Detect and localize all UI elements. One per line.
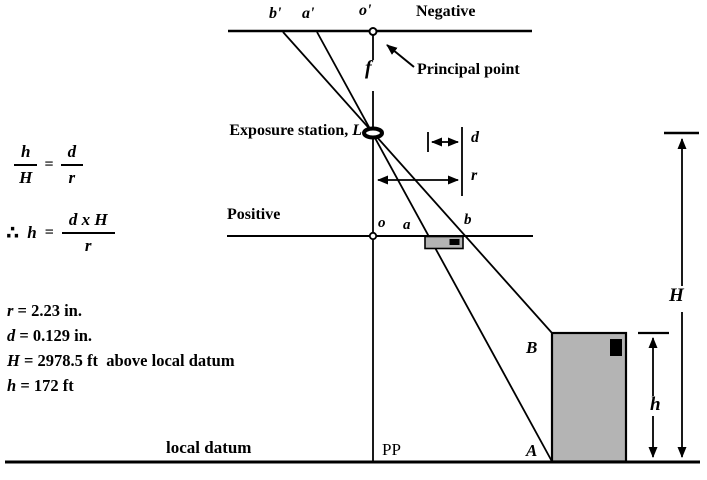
point-label-b-prime: b' <box>269 5 282 22</box>
formula-ratio: h H = d r <box>14 142 84 188</box>
point-label-a-prime: a' <box>302 5 315 22</box>
point-label-a: a <box>403 217 411 233</box>
photo-image-window <box>449 239 460 245</box>
local-datum-label: local datum <box>166 438 252 457</box>
given-value-d: d = 0.129 in. <box>7 326 235 351</box>
point-label-B: B <box>526 338 538 357</box>
given-var: r <box>7 301 14 320</box>
fraction-numerator: d x H <box>61 210 115 234</box>
fraction-d-over-r: d r <box>60 142 84 188</box>
fraction-denominator: H <box>19 168 33 187</box>
given-rest: = 172 ft <box>16 376 74 395</box>
fraction-h-over-H: h H <box>14 142 38 188</box>
given-value-h: h = 172 ft <box>7 376 235 401</box>
given-rest: = 2978.5 ft above local datum <box>19 351 235 370</box>
given-rest: = 2.23 in. <box>13 301 82 320</box>
lens-symbol <box>362 126 384 140</box>
point-label-o-prime: o' <box>359 2 372 19</box>
formula-solution: ∴ h = d x H r <box>6 210 115 256</box>
fraction-dH-over-r: d x H r <box>61 210 115 256</box>
given-value-H: H = 2978.5 ft above local datum <box>7 351 235 376</box>
given-var: h <box>7 376 17 395</box>
exposure-station-var: L <box>348 122 362 139</box>
negative-plane-label: Negative <box>416 3 476 20</box>
equals-sign: = <box>44 224 54 241</box>
fraction-numerator: d <box>60 142 84 166</box>
h-dim-label: h <box>650 394 661 415</box>
principal-point-marker <box>368 27 378 36</box>
fraction-denominator: r <box>68 168 76 187</box>
therefore-symbol: ∴ <box>6 222 20 244</box>
ray-b-prime-to-B <box>282 31 553 334</box>
fraction-denominator: r <box>84 236 92 255</box>
point-label-A: A <box>526 441 538 460</box>
formula-lhs: h <box>27 223 37 242</box>
given-values-block: r = 2.23 in. d = 0.129 in. H = 2978.5 ft… <box>7 301 235 401</box>
equals-sign: = <box>44 156 54 173</box>
positive-plane-label: Positive <box>227 206 281 223</box>
principal-point-label: Principal point <box>417 61 520 78</box>
r-dim-label: r <box>471 167 478 184</box>
fraction-numerator: h <box>14 142 38 166</box>
point-label-o: o <box>378 215 386 231</box>
given-var: H <box>7 351 20 370</box>
building-window <box>610 339 622 356</box>
o-point-marker <box>368 231 378 241</box>
exposure-station-text: Exposure station, <box>229 122 349 139</box>
focal-length-label: f <box>365 57 372 79</box>
exposure-station-label: Exposure station, L <box>185 123 362 139</box>
pp-label: PP <box>382 440 401 459</box>
point-label-b: b <box>464 212 472 228</box>
given-rest: = 0.129 in. <box>15 326 93 345</box>
d-dim-label: d <box>471 129 479 146</box>
principal-point-arrow <box>386 44 415 68</box>
given-value-r: r = 2.23 in. <box>7 301 235 326</box>
given-var: d <box>7 326 16 345</box>
H-dim-label: H <box>669 285 684 306</box>
